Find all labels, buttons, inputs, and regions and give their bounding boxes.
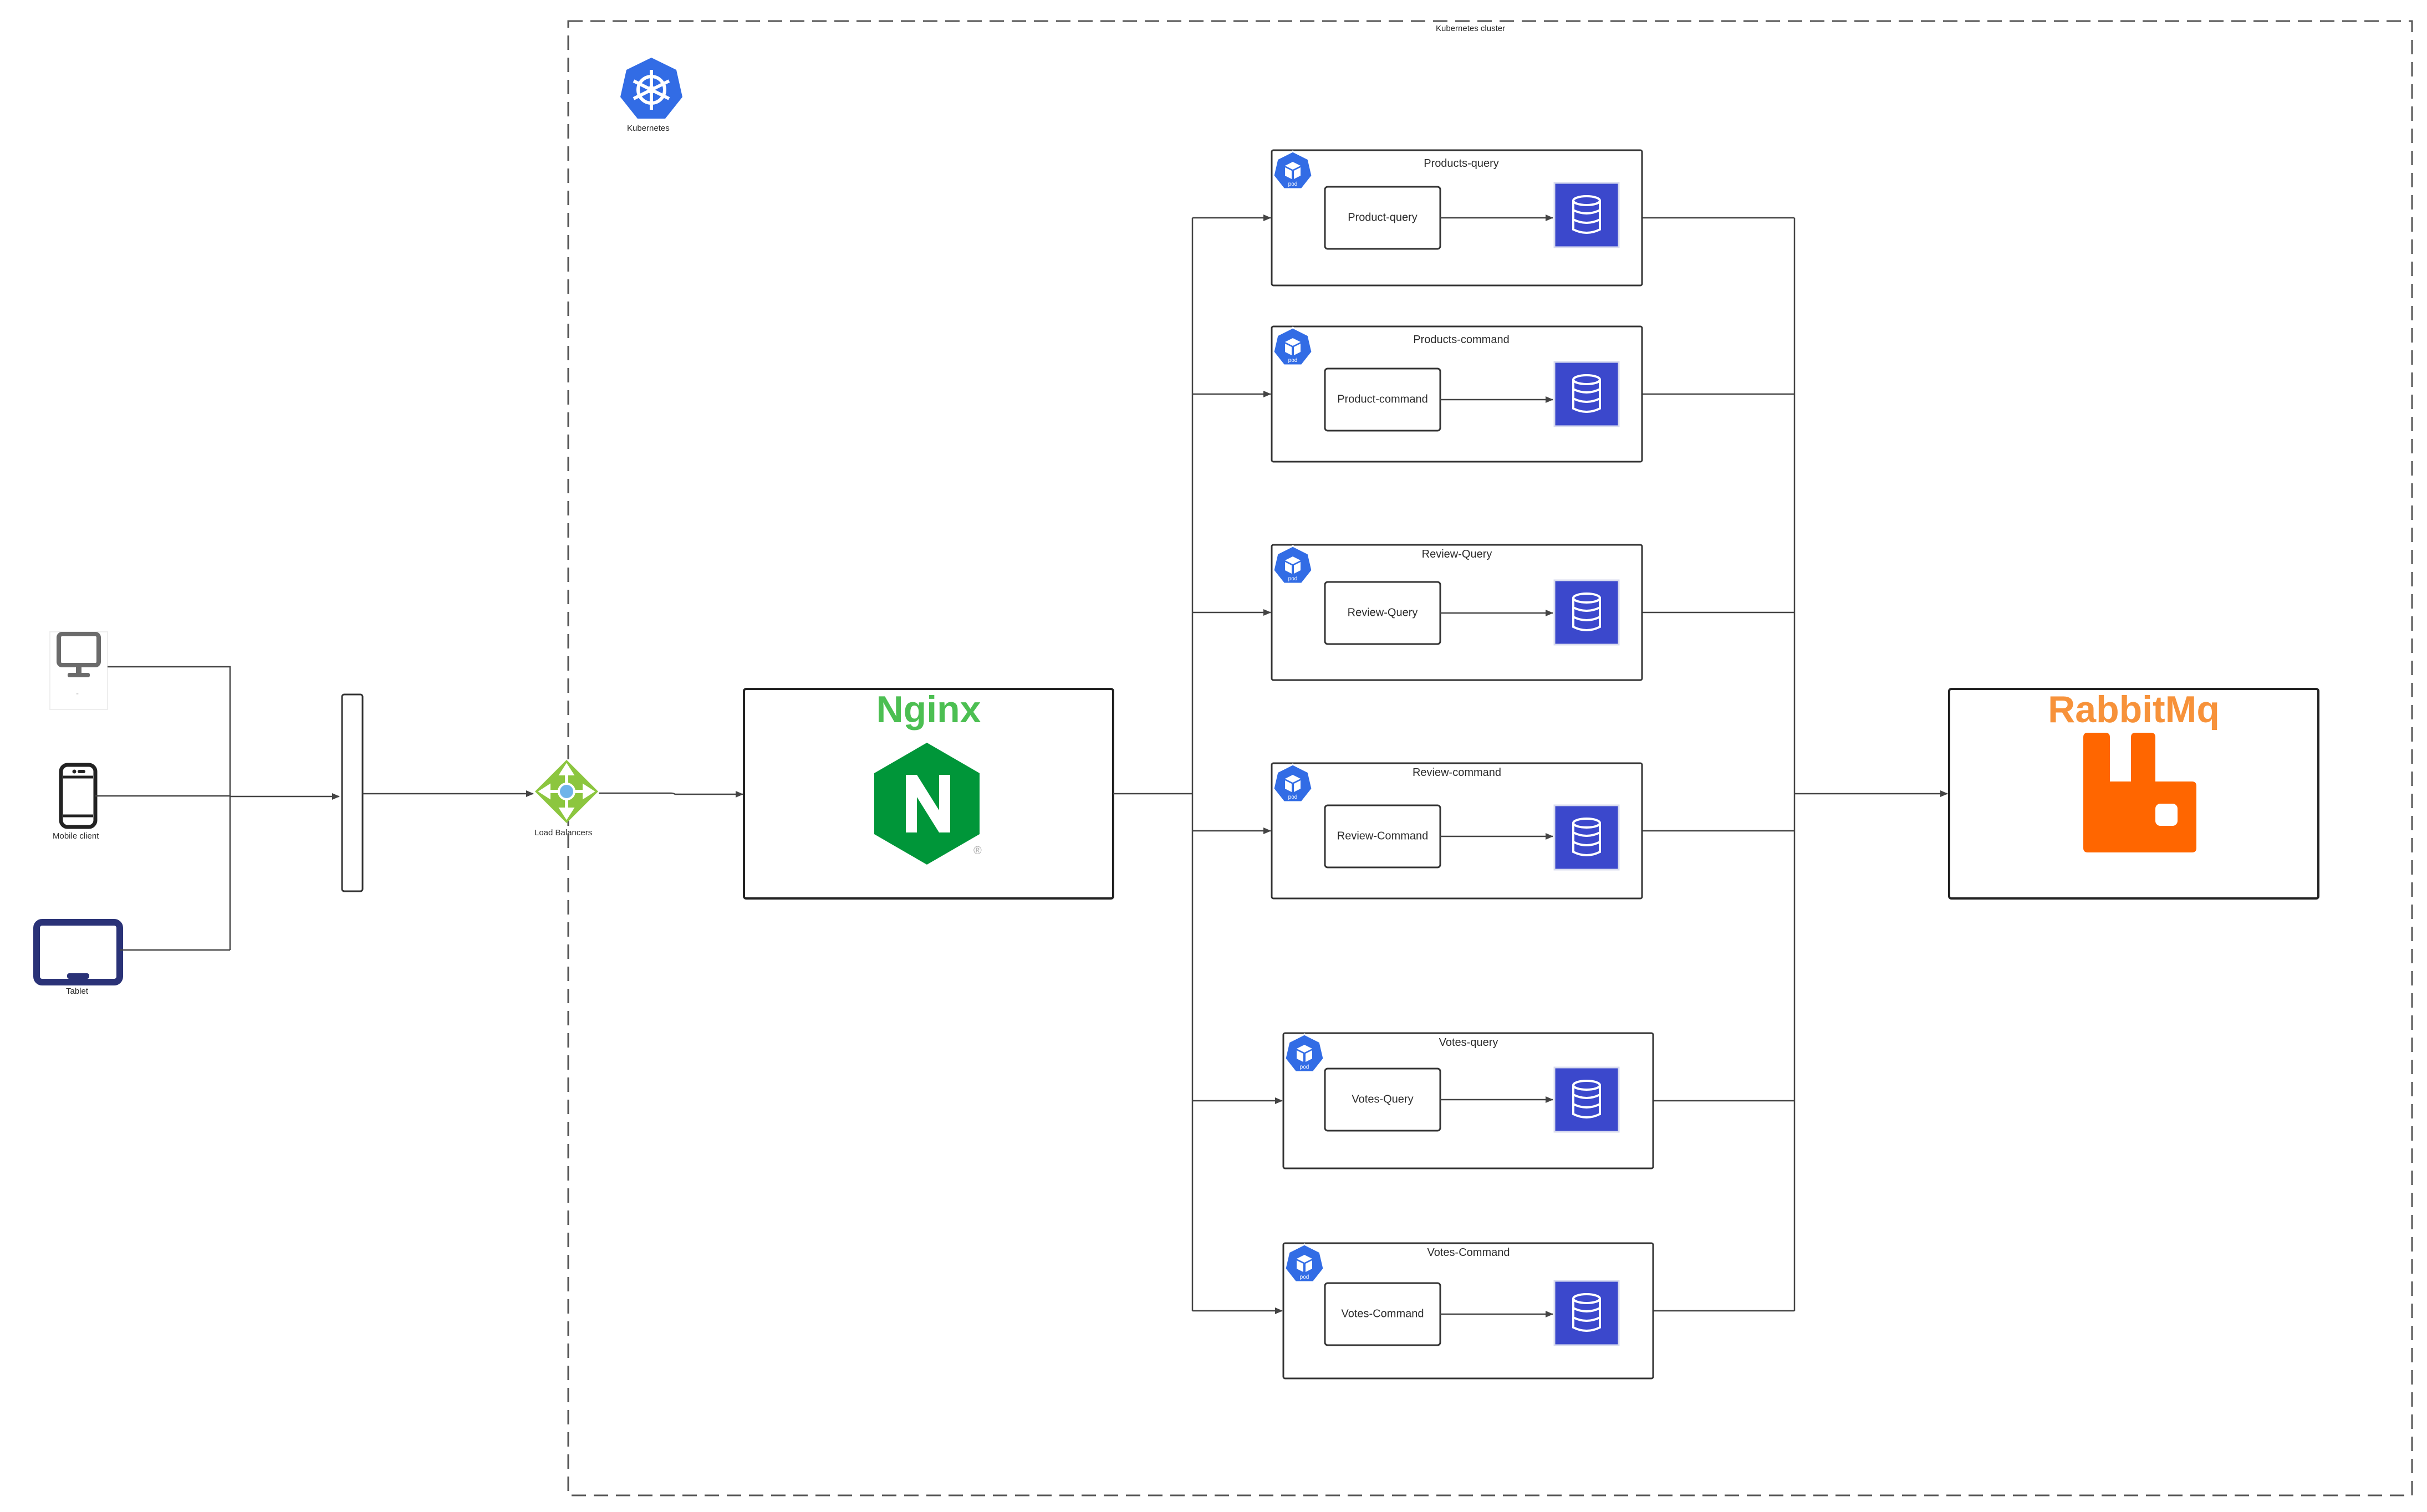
kubernetes-icon [620,58,682,119]
service-label: Review-Query [1347,606,1418,619]
pod-products-query [1271,149,1643,287]
rabbitmq-logo [2083,733,2196,852]
pod-title: Review-Query [1421,548,1492,560]
client-connectors [95,666,340,951]
pod-tag: pod [1288,357,1298,364]
services-to-rabbitmq-connectors [1642,217,1948,1312]
mobile-client-label: Mobile client [53,831,99,841]
rabbitmq-title: RabbitMq [2048,688,2220,731]
database-icon [1553,579,1620,646]
service-label: Product-query [1348,211,1418,224]
pod-title: Votes-Command [1427,1247,1510,1259]
pod-votes-query [1282,1032,1654,1169]
pod-title: Products-command [1413,334,1510,346]
pod-tag: pod [1299,1274,1309,1280]
pod-votes-command [1282,1242,1654,1380]
mobile-phone-icon [59,763,98,829]
database-icon [1553,804,1620,871]
nginx-registered-mark: ® [973,845,982,857]
load-balancer-icon [535,760,598,823]
database-icon [1553,1066,1620,1133]
pod-review-query [1271,544,1643,681]
kubernetes-cluster-boundary [567,20,2413,1496]
nginx-to-services-connectors [1113,214,1283,1314]
database-icon [1553,182,1620,248]
pod-review-command [1271,762,1643,900]
pod-title: Products-query [1424,157,1499,170]
pod-title: Votes-query [1439,1036,1498,1049]
desktop-icon [49,631,108,710]
service-label: Votes-Command [1341,1307,1424,1320]
pod-tag: pod [1288,576,1298,582]
pod-title: Review-command [1412,767,1502,779]
pod-tag: pod [1288,794,1298,800]
pod-tag: pod [1288,181,1298,187]
pod-products-command [1271,325,1643,463]
service-label: Product-command [1337,393,1428,406]
tablet-icon [33,919,123,985]
pod-tag: pod [1299,1064,1309,1070]
service-label: Votes-Query [1352,1093,1414,1106]
kubernetes-logo-label: Kubernetes [627,124,670,133]
database-icon [1553,361,1620,427]
database-icon [1553,1280,1620,1346]
nginx-title: Nginx [876,688,981,731]
nginx-logo [874,743,980,865]
service-label: Review-Command [1337,830,1429,842]
tablet-label: Tablet [66,987,89,996]
lb-to-nginx-arrow [599,791,743,798]
load-balancer-label: Load Balancers [534,828,593,837]
cluster-title: Kubernetes cluster [1436,24,1506,33]
desktop-client-label: - [76,689,79,698]
gateway-bar [341,693,364,892]
